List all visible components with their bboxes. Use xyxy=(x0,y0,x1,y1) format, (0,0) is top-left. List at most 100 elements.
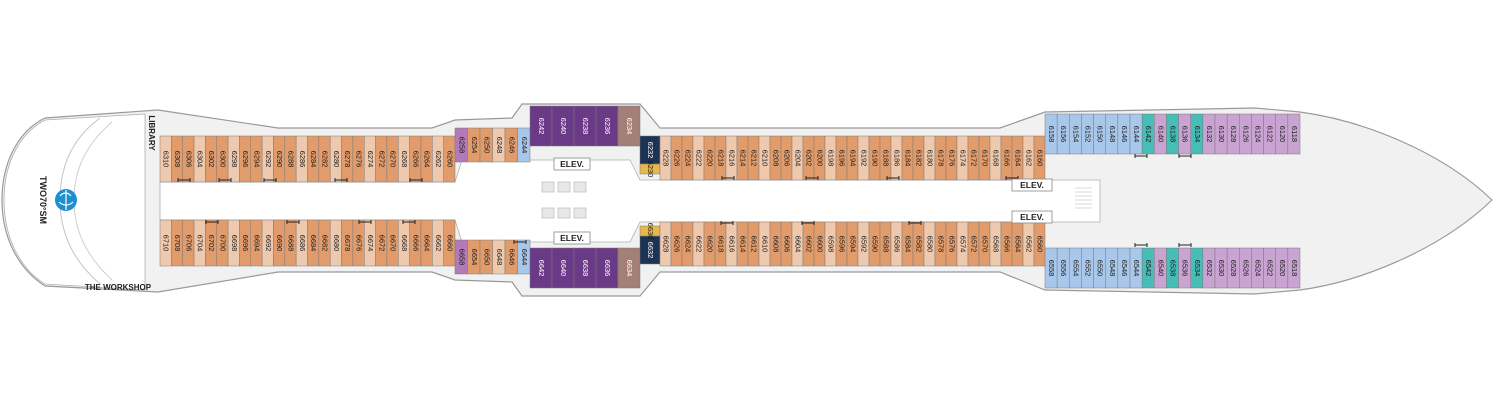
stateroom-6238[interactable]: 6238 xyxy=(573,105,597,147)
stateroom-6680[interactable]: 6680 xyxy=(329,219,342,267)
stateroom-6570[interactable]: 6570 xyxy=(978,221,991,267)
stateroom-6270[interactable]: 6270 xyxy=(386,135,399,183)
stateroom-6704[interactable]: 6704 xyxy=(193,219,206,267)
stateroom-6168[interactable]: 6168 xyxy=(989,135,1002,181)
stateroom-6686[interactable]: 6686 xyxy=(295,219,308,267)
stateroom-6172[interactable]: 6172 xyxy=(967,135,980,181)
stateroom-6280[interactable]: 6280 xyxy=(329,135,342,183)
workshop-label[interactable]: THE WORKSHOP xyxy=(85,283,152,292)
stateroom-6212[interactable]: 6212 xyxy=(747,135,760,181)
stateroom-6126[interactable]: 6126 xyxy=(1239,113,1252,155)
stateroom-6604[interactable]: 6604 xyxy=(791,221,804,267)
stateroom-6702[interactable]: 6702 xyxy=(205,219,217,267)
stateroom-6176[interactable]: 6176 xyxy=(945,135,958,181)
stateroom-6634[interactable]: 6634 xyxy=(617,247,641,289)
stateroom-6262[interactable]: 6262 xyxy=(432,135,444,183)
stateroom-6670[interactable]: 6670 xyxy=(386,219,399,267)
stateroom-6130[interactable]: 6130 xyxy=(1214,113,1228,155)
stateroom-6606[interactable]: 6606 xyxy=(780,221,793,267)
stateroom-6692[interactable]: 6692 xyxy=(261,219,274,267)
stateroom-6196[interactable]: 6196 xyxy=(835,135,848,181)
stateroom-6536[interactable]: 6536 xyxy=(1178,247,1191,289)
stateroom-6236[interactable]: 6236 xyxy=(595,105,619,147)
stateroom-6264[interactable]: 6264 xyxy=(420,135,433,183)
elevator-mid-top[interactable] xyxy=(553,157,591,171)
stateroom-6562[interactable]: 6562 xyxy=(1022,221,1035,267)
stateroom-6150[interactable]: 6150 xyxy=(1093,113,1106,155)
stateroom-6244[interactable]: 6244 xyxy=(517,127,531,163)
stateroom-6640[interactable]: 6640 xyxy=(551,247,575,289)
elevator-fwd-top[interactable] xyxy=(1011,178,1053,192)
stateroom-6156[interactable]: 6156 xyxy=(1056,113,1070,155)
stateroom-6202[interactable]: 6202 xyxy=(802,135,815,181)
stateroom-6170[interactable]: 6170 xyxy=(978,135,991,181)
stateroom-6216[interactable]: 6216 xyxy=(725,135,738,181)
stateroom-6214[interactable]: 6214 xyxy=(736,135,749,181)
stateroom-6612[interactable]: 6612 xyxy=(747,221,760,267)
stateroom-6144[interactable]: 6144 xyxy=(1129,113,1143,155)
stateroom-6596[interactable]: 6596 xyxy=(835,221,848,267)
stateroom-6534[interactable]: 6534 xyxy=(1190,247,1204,289)
stateroom-6620[interactable]: 6620 xyxy=(703,221,716,267)
stateroom-6166[interactable]: 6166 xyxy=(1000,135,1013,181)
stateroom-6248[interactable]: 6248 xyxy=(492,127,506,163)
stateroom-6682[interactable]: 6682 xyxy=(318,219,331,267)
stateroom-6308[interactable]: 6308 xyxy=(171,135,183,183)
stateroom-6654[interactable]: 6654 xyxy=(467,239,481,275)
stateroom-6644[interactable]: 6644 xyxy=(517,239,531,275)
stateroom-6188[interactable]: 6188 xyxy=(879,135,892,181)
stateroom-6548[interactable]: 6548 xyxy=(1105,247,1119,289)
stateroom-6622[interactable]: 6622 xyxy=(692,221,705,267)
stateroom-6246[interactable]: 6246 xyxy=(504,127,518,163)
stateroom-6194[interactable]: 6194 xyxy=(846,135,859,181)
stateroom-6650[interactable]: 6650 xyxy=(479,239,493,275)
stateroom-6648[interactable]: 6648 xyxy=(492,239,506,275)
stateroom-6260[interactable]: 6260 xyxy=(443,135,456,183)
stateroom-6586[interactable]: 6586 xyxy=(890,221,903,267)
stateroom-6228[interactable]: 6228 xyxy=(659,135,672,181)
stateroom-6676[interactable]: 6676 xyxy=(352,219,365,267)
stateroom-6222[interactable]: 6222 xyxy=(692,135,705,181)
stateroom-6148[interactable]: 6148 xyxy=(1105,113,1119,155)
stateroom-6530[interactable]: 6530 xyxy=(1214,247,1228,289)
stateroom-6240[interactable]: 6240 xyxy=(551,105,575,147)
stateroom-6118[interactable]: 6118 xyxy=(1287,113,1301,155)
stateroom-6310[interactable]: 6310 xyxy=(159,135,172,183)
stateroom-6550[interactable]: 6550 xyxy=(1093,247,1106,289)
stateroom-6554[interactable]: 6554 xyxy=(1069,247,1082,289)
stateroom-6598[interactable]: 6598 xyxy=(824,221,837,267)
stateroom-6614[interactable]: 6614 xyxy=(736,221,749,267)
stateroom-6224[interactable]: 6224 xyxy=(681,135,694,181)
stateroom-6518[interactable]: 6518 xyxy=(1287,247,1301,289)
stateroom-6200[interactable]: 6200 xyxy=(813,135,826,181)
stateroom-6524[interactable]: 6524 xyxy=(1251,247,1264,289)
stateroom-6594[interactable]: 6594 xyxy=(846,221,859,267)
stateroom-6568[interactable]: 6568 xyxy=(989,221,1002,267)
stateroom-6526[interactable]: 6526 xyxy=(1239,247,1252,289)
stateroom-6178[interactable]: 6178 xyxy=(934,135,947,181)
stateroom-6294[interactable]: 6294 xyxy=(250,135,263,183)
stateroom-6274[interactable]: 6274 xyxy=(363,135,376,183)
stateroom-6600[interactable]: 6600 xyxy=(813,221,826,267)
stateroom-6220[interactable]: 6220 xyxy=(703,135,716,181)
stateroom-6122[interactable]: 6122 xyxy=(1263,113,1276,155)
stateroom-6694[interactable]: 6694 xyxy=(250,219,263,267)
stateroom-6292[interactable]: 6292 xyxy=(261,135,274,183)
stateroom-6302[interactable]: 6302 xyxy=(205,135,217,183)
stateroom-6242[interactable]: 6242 xyxy=(529,105,553,147)
stateroom-6288[interactable]: 6288 xyxy=(284,135,297,183)
stateroom-6278[interactable]: 6278 xyxy=(341,135,354,183)
stateroom-6532[interactable]: 6532 xyxy=(1202,247,1216,289)
elevator-mid-bottom[interactable] xyxy=(553,231,591,245)
stateroom-6152[interactable]: 6152 xyxy=(1081,113,1094,155)
stateroom-6616[interactable]: 6616 xyxy=(725,221,738,267)
stateroom-6546[interactable]: 6546 xyxy=(1117,247,1131,289)
stateroom-6664[interactable]: 6664 xyxy=(420,219,433,267)
stateroom-6684[interactable]: 6684 xyxy=(307,219,320,267)
stateroom-6182[interactable]: 6182 xyxy=(912,135,925,181)
stateroom-6538[interactable]: 6538 xyxy=(1166,247,1179,289)
stateroom-6574[interactable]: 6574 xyxy=(956,221,969,267)
stateroom-6708[interactable]: 6708 xyxy=(171,219,183,267)
stateroom-6696[interactable]: 6696 xyxy=(239,219,252,267)
stateroom-6528[interactable]: 6528 xyxy=(1226,247,1240,289)
